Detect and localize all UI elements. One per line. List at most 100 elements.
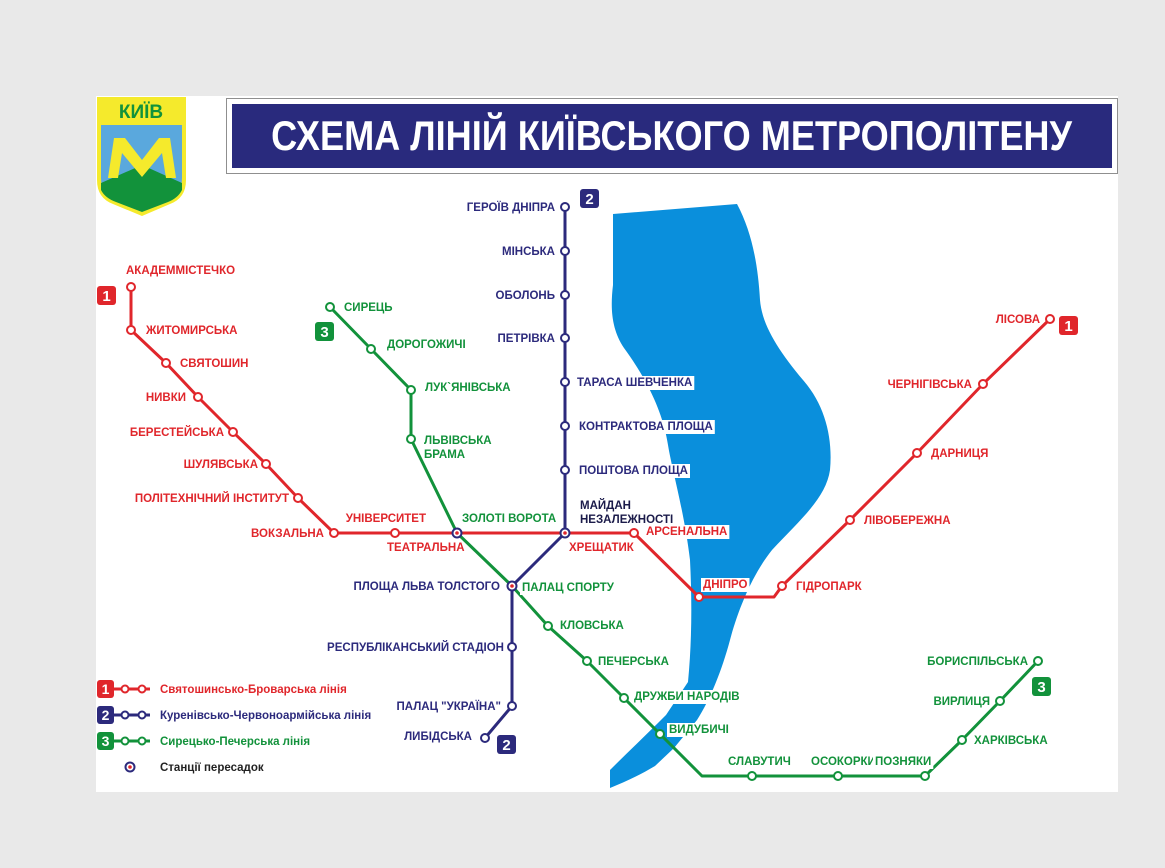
station-beresteiska[interactable] — [228, 427, 238, 437]
station-label-lisova: ЛІСОВА — [996, 314, 1040, 326]
station-pozniaky[interactable] — [920, 771, 930, 781]
station-label-livoberezhna: ЛІВОБЕРЕЖНА — [864, 515, 951, 527]
station-label-beresteiska: БЕРЕСТЕЙСЬКА — [130, 426, 224, 439]
legend-badge-bg-green — [97, 732, 114, 750]
label-background — [726, 755, 793, 769]
station-universytet[interactable] — [390, 528, 400, 538]
label-background — [794, 580, 865, 594]
station-label-ploshcha-lva-tolstoho: ПЛОЩА ЛЬВА ТОЛСТОГО — [353, 581, 500, 593]
metro-stations — [126, 202, 1055, 781]
station-label-pecherska: ПЕЧЕРСЬКА — [598, 656, 669, 668]
station-druzhby-narodiv[interactable] — [619, 693, 629, 703]
station-boryspilska[interactable] — [1033, 656, 1043, 666]
station-label-vokzalna: ВОКЗАЛЬНА — [251, 528, 324, 540]
logo-text: КИЇВ — [119, 102, 163, 123]
station-lybidska[interactable] — [480, 733, 490, 743]
transfer-dot — [563, 531, 567, 535]
legend-station-icon — [137, 736, 147, 746]
badge-line-1-west-bg — [97, 286, 116, 305]
station-pecherska[interactable] — [582, 656, 592, 666]
badge-line-2-south-bg — [497, 735, 516, 754]
station-hidropark[interactable] — [777, 581, 787, 591]
label-background — [460, 512, 559, 526]
station-label-khreshchatyk: ХРЕЩАТИК — [569, 542, 635, 554]
station-label-tarasa-shevchenka: ТАРАСА ШЕВЧЕНКА — [577, 377, 692, 389]
station-lukianivska[interactable] — [406, 385, 416, 395]
station-kontraktova[interactable] — [560, 421, 570, 431]
station-label-lybidska: ЛИБІДСЬКА — [404, 731, 472, 743]
legend-station-icon — [120, 684, 130, 694]
badge-line-3-east: 3 — [1037, 679, 1045, 696]
station-label-respublikanskyi: РЕСПУБЛІКАНСЬКИЙ СТАДІОН — [327, 641, 504, 654]
badge-line-2-north: 2 — [585, 191, 593, 208]
legend-transfer-dot — [128, 765, 132, 769]
station-shuliavska[interactable] — [261, 459, 271, 469]
transfer-dot — [510, 584, 514, 588]
station-dnipro[interactable] — [694, 592, 704, 602]
station-slavutych[interactable] — [747, 771, 757, 781]
station-label-kontraktova: КОНТРАКТОВА ПЛОЩА — [579, 421, 713, 433]
station-klovska[interactable] — [543, 621, 553, 631]
station-label-pozniaky: ПОЗНЯКИ — [875, 756, 931, 768]
station-kharkivska[interactable] — [957, 735, 967, 745]
station-label-chernihivska: ЧЕРНІГІВСЬКА — [888, 379, 972, 391]
legend-station-icon — [120, 710, 130, 720]
station-label-syrets: СИРЕЦЬ — [344, 302, 393, 314]
station-label-lvivska-brama-1: ЛЬВІВСЬКА — [424, 435, 492, 447]
badge-line-1-west: 1 — [102, 288, 110, 305]
station-lvivska-brama[interactable] — [406, 434, 416, 444]
page-title: СХЕМА ЛІНІЙ КИЇВСЬКОГО МЕТРОПОЛІТЕНУ — [271, 112, 1073, 159]
station-label-vyrlytsia: ВИРЛИЦЯ — [933, 696, 990, 708]
station-sviatoshyn[interactable] — [161, 358, 171, 368]
map-panel — [96, 96, 1118, 792]
station-label-zhytomyrska: ЖИТОМИРСЬКА — [145, 325, 237, 337]
station-label-lvivska-brama-2: БРАМА — [424, 449, 465, 461]
station-vyrlytsia[interactable] — [995, 696, 1005, 706]
station-petrivka[interactable] — [560, 333, 570, 343]
station-label-maidan-1: МАЙДАН — [580, 499, 631, 512]
station-label-dnipro: ДНІПРО — [703, 579, 747, 591]
station-lisova[interactable] — [1045, 314, 1055, 324]
station-palats-ukraina[interactable] — [507, 701, 517, 711]
station-tarasa-shevchenka[interactable] — [560, 377, 570, 387]
station-label-palats-ukraina: ПАЛАЦ "УКРАЇНА" — [396, 700, 501, 713]
legend-station-icon — [137, 710, 147, 720]
label-background — [575, 376, 695, 390]
badge-line-2-north-bg — [580, 189, 599, 208]
station-label-palats-sportu: ПАЛАЦ СПОРТУ — [522, 582, 615, 594]
station-livoberezhna[interactable] — [845, 515, 855, 525]
station-zhytomyrska[interactable] — [126, 325, 136, 335]
legend-badge-bg-blue — [97, 706, 114, 724]
station-label-hidropark: ГІДРОПАРК — [796, 581, 863, 593]
label-background — [809, 755, 878, 769]
station-vydubychi[interactable] — [655, 729, 665, 739]
station-darnytsia[interactable] — [912, 448, 922, 458]
label-background — [520, 581, 617, 595]
station-dorohozhychi[interactable] — [366, 344, 376, 354]
legend-badge-bg-red — [97, 680, 114, 698]
station-minska[interactable] — [560, 246, 570, 256]
station-politekhnichnyi[interactable] — [293, 493, 303, 503]
station-akademmistechko[interactable] — [126, 282, 136, 292]
station-arsenalna[interactable] — [629, 528, 639, 538]
legend-badge-blue: 2 — [102, 707, 110, 723]
station-labels: АКАДЕММІСТЕЧКОЖИТОМИРСЬКАСВЯТОШИННИВКИБЕ… — [126, 201, 1048, 769]
station-label-druzhby-narodiv: ДРУЖБИ НАРОДІВ — [634, 691, 740, 703]
station-respublikanskyi[interactable] — [507, 642, 517, 652]
station-vokzalna[interactable] — [329, 528, 339, 538]
label-background — [577, 420, 715, 434]
station-chernihivska[interactable] — [978, 379, 988, 389]
station-poshtova[interactable] — [560, 465, 570, 475]
station-syrets[interactable] — [325, 302, 335, 312]
station-label-klovska: КЛОВСЬКА — [560, 620, 624, 632]
station-nyvky[interactable] — [193, 392, 203, 402]
station-osokorky[interactable] — [833, 771, 843, 781]
station-heroiv-dnipra[interactable] — [560, 202, 570, 212]
station-label-teatralna: ТЕАТРАЛЬНА — [387, 542, 465, 554]
station-label-poshtova: ПОШТОВА ПЛОЩА — [579, 465, 688, 477]
station-obolon[interactable] — [560, 290, 570, 300]
transfer-dot — [455, 531, 459, 535]
metro-line-blue — [483, 207, 567, 739]
